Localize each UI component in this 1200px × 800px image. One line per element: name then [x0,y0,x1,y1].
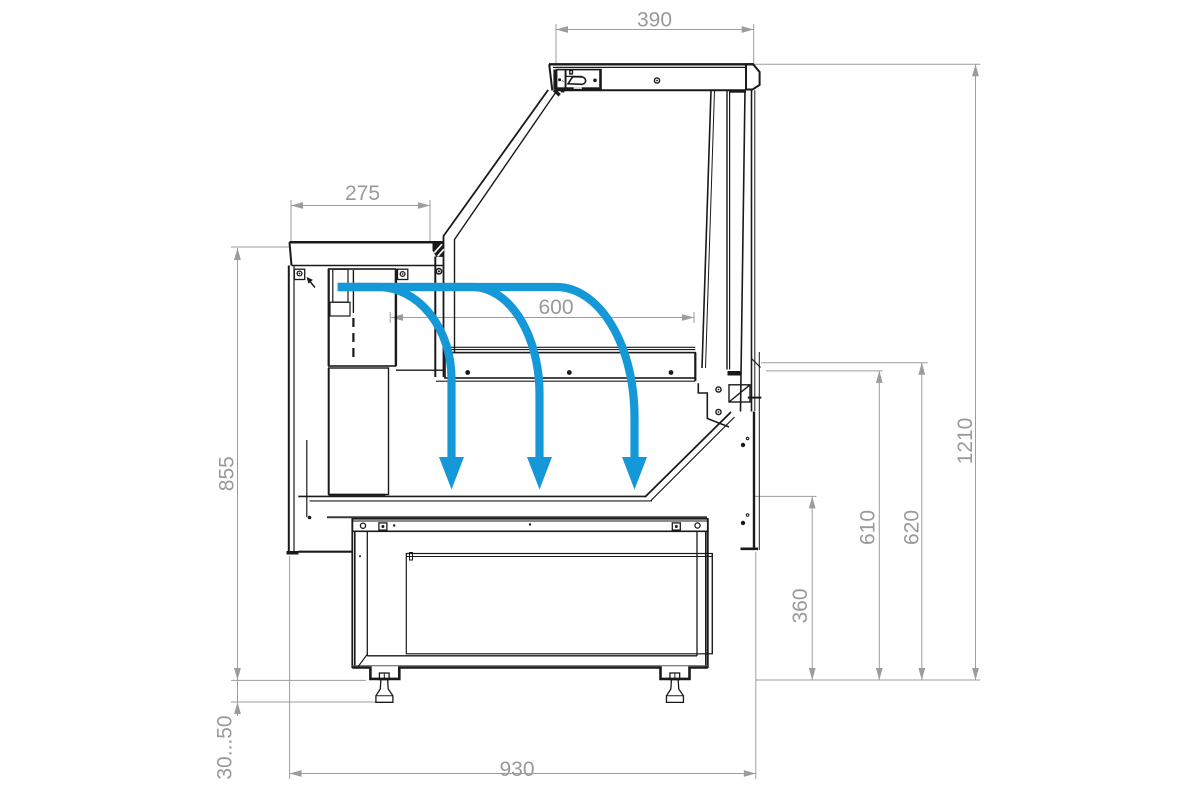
svg-text:855: 855 [216,456,239,491]
svg-text:275: 275 [345,182,380,205]
svg-text:390: 390 [637,9,672,32]
svg-text:30...50: 30...50 [214,715,237,779]
svg-text:610: 610 [857,510,880,545]
svg-text:360: 360 [789,588,812,623]
svg-text:1210: 1210 [954,418,977,465]
svg-text:620: 620 [901,510,924,545]
svg-text:600: 600 [538,296,573,319]
svg-text:930: 930 [499,758,534,781]
